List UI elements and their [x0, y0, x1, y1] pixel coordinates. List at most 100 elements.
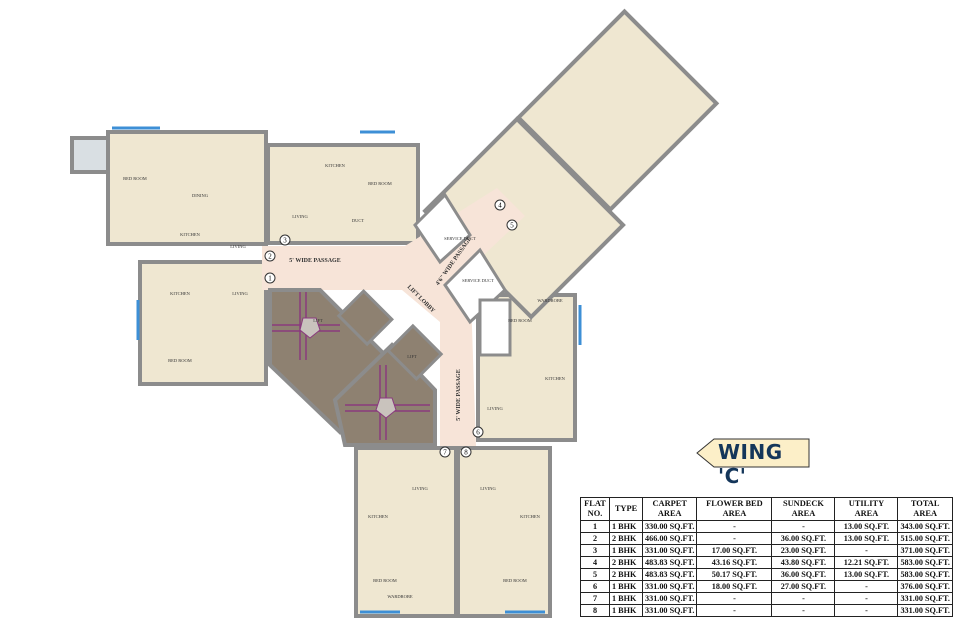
- room-label: LIVING: [292, 214, 308, 219]
- table-cell: 2 BHK: [609, 556, 643, 569]
- flat-marker-circle: [439, 446, 451, 458]
- table-cell: 343.00 SQ.FT.: [897, 520, 953, 533]
- table-cell: 331.00 SQ.FT.: [897, 592, 953, 605]
- table-cell: 483.83 SQ.FT.: [641, 556, 698, 569]
- table-cell: -: [771, 520, 836, 533]
- header-flat-no: FLAT NO.: [580, 497, 610, 521]
- wing-label-tag: WING 'C': [696, 438, 810, 488]
- table-cell: 483.83 SQ.FT.: [641, 568, 698, 581]
- table-cell: -: [696, 592, 773, 605]
- table-cell: 50.17 SQ.FT.: [696, 568, 773, 581]
- flat-marker-circle: [279, 234, 291, 246]
- flat-marker-circle: [460, 446, 472, 458]
- table-cell: 583.00 SQ.FT.: [897, 568, 953, 581]
- room-label: LIFT: [313, 318, 323, 323]
- flat-marker-circle: [472, 426, 484, 438]
- passage-label: 5' WIDE PASSAGE: [456, 369, 462, 420]
- flat-2: [106, 130, 268, 246]
- room-label: WARDROBE: [387, 594, 413, 599]
- table-cell: 331.00 SQ.FT.: [641, 604, 698, 617]
- passage-label: 5' WIDE PASSAGE: [289, 258, 340, 264]
- flat-8: [354, 446, 458, 618]
- area-table: FLAT NO. TYPE CARPET AREA FLOWER BED ARE…: [580, 497, 953, 617]
- room-label: BED ROOM: [503, 578, 527, 583]
- table-cell: -: [696, 532, 773, 545]
- flat-number: 4: [498, 202, 502, 210]
- table-cell: 331.00 SQ.FT.: [641, 544, 698, 557]
- passage: [262, 188, 525, 446]
- table-cell: 13.00 SQ.FT.: [834, 532, 899, 545]
- table-cell: 2: [580, 532, 610, 545]
- room-label: LIVING: [232, 291, 248, 296]
- arrow-tag-shape: [696, 438, 810, 468]
- table-cell: 1 BHK: [609, 580, 643, 593]
- room-label: LIFT: [407, 354, 417, 359]
- table-cell: 23.00 SQ.FT.: [771, 544, 836, 557]
- flat-number: 1: [268, 275, 272, 283]
- room-label: KITCHEN: [520, 514, 540, 519]
- room-label: LIVING: [412, 486, 428, 491]
- room-label: BED ROOM: [373, 578, 397, 583]
- table-cell: -: [834, 544, 899, 557]
- flat-number: 2: [268, 253, 272, 261]
- room-label: SERVICE DUCT: [444, 236, 476, 241]
- room-label: KITCHEN: [180, 232, 200, 237]
- table-cell: 583.00 SQ.FT.: [897, 556, 953, 569]
- room-label: SERVICE DUCT: [462, 278, 494, 283]
- room-label: BED ROOM: [123, 176, 147, 181]
- table-cell: 5: [580, 568, 610, 581]
- flat-number: 6: [476, 429, 480, 437]
- flat-marker-circle: [506, 219, 518, 231]
- table-cell: 36.00 SQ.FT.: [771, 532, 836, 545]
- table-cell: 13.00 SQ.FT.: [834, 520, 899, 533]
- header-utility-area: UTILITY AREA: [834, 497, 899, 521]
- flat-marker-circle: [264, 250, 276, 262]
- table-cell: -: [696, 604, 773, 617]
- table-cell: 330.00 SQ.FT.: [641, 520, 698, 533]
- lift-and-stair-core: [268, 288, 444, 447]
- table-cell: 3: [580, 544, 610, 557]
- room-label: WARDROBE: [537, 298, 563, 303]
- header-sundeck-area: SUNDECK AREA: [771, 497, 836, 521]
- flat-number: 7: [443, 449, 447, 457]
- header-carpet-area: CARPET AREA: [641, 497, 698, 521]
- table-cell: 466.00 SQ.FT.: [641, 532, 698, 545]
- flat-1: [138, 260, 268, 386]
- table-header-row: FLAT NO. TYPE CARPET AREA FLOWER BED ARE…: [580, 497, 953, 521]
- table-cell: 2 BHK: [609, 532, 643, 545]
- table-cell: -: [834, 592, 899, 605]
- room-label: KITCHEN: [325, 163, 345, 168]
- flat-7: [456, 446, 552, 618]
- table-cell: 331.00 SQ.FT.: [641, 580, 698, 593]
- table-cell: 12.21 SQ.FT.: [834, 556, 899, 569]
- table-cell: 27.00 SQ.FT.: [771, 580, 836, 593]
- table-cell: 17.00 SQ.FT.: [696, 544, 773, 557]
- room-label: BED ROOM: [508, 318, 532, 323]
- room-label: LIVING: [480, 486, 496, 491]
- table-cell: -: [696, 520, 773, 533]
- table-cell: 2 BHK: [609, 568, 643, 581]
- table-cell: 1 BHK: [609, 604, 643, 617]
- room-label: DUCT: [352, 218, 365, 223]
- table-cell: 43.80 SQ.FT.: [771, 556, 836, 569]
- flat-marker-circle: [264, 272, 276, 284]
- flat-number: 5: [510, 222, 514, 230]
- wing-label: WING 'C': [718, 440, 783, 488]
- room-label: BED ROOM: [368, 181, 392, 186]
- header-total-area: TOTAL AREA: [897, 497, 953, 521]
- room-label: LIVING: [230, 244, 246, 249]
- table-cell: 1 BHK: [609, 520, 643, 533]
- table-cell: 4: [580, 556, 610, 569]
- table-cell: 13.00 SQ.FT.: [834, 568, 899, 581]
- balcony: [70, 136, 110, 174]
- flat-3: [266, 143, 420, 245]
- room-label: LIVING: [487, 406, 503, 411]
- table-cell: 371.00 SQ.FT.: [897, 544, 953, 557]
